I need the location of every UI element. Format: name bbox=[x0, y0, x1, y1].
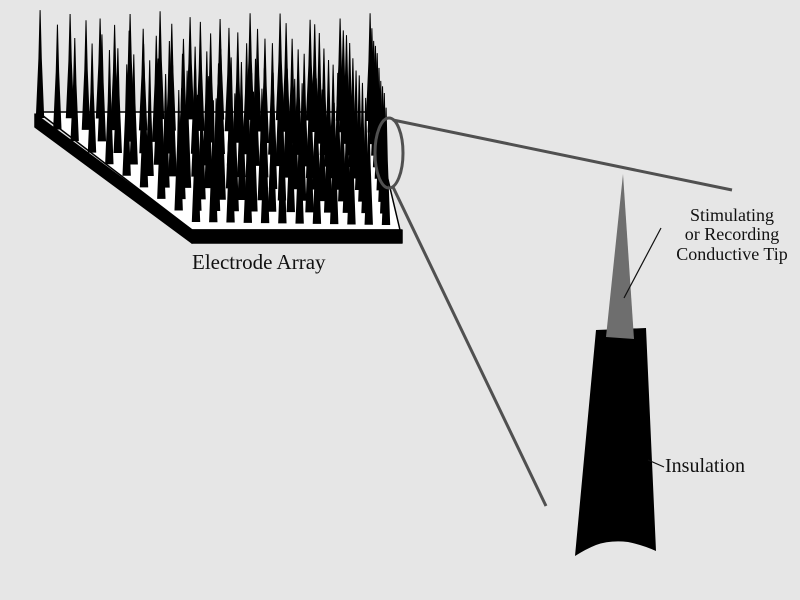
electrode-needle bbox=[226, 105, 235, 223]
electrode-needle bbox=[267, 97, 277, 212]
electrode-needle bbox=[87, 43, 97, 153]
zoom-line-top bbox=[392, 118, 733, 192]
electrode-needle bbox=[237, 86, 246, 200]
electrode-needle bbox=[105, 50, 114, 165]
electrode-needle bbox=[174, 90, 183, 211]
electrode-needle bbox=[113, 48, 122, 153]
zoom-ellipse bbox=[373, 116, 405, 190]
zoom-line-bottom bbox=[391, 186, 548, 507]
tip-label-line-2: or Recording bbox=[684, 224, 780, 245]
tip-leader-line bbox=[623, 227, 662, 299]
electrode-needle bbox=[364, 110, 373, 225]
electrode-needle bbox=[204, 76, 213, 189]
electrode-needle bbox=[217, 81, 226, 200]
electrode-needle bbox=[191, 104, 201, 222]
tip-label-line-3: Conductive Tip bbox=[676, 243, 788, 264]
electrode-needle bbox=[35, 10, 45, 118]
electrode-needle bbox=[145, 60, 154, 177]
base-front-side bbox=[191, 229, 403, 244]
electrode-needle bbox=[209, 100, 218, 223]
electrode-needle bbox=[317, 89, 327, 202]
conductive-tip bbox=[606, 174, 634, 339]
electrode-needle bbox=[139, 77, 149, 188]
conductive-tip-label: Stimulating or Recording Conductive Tip bbox=[668, 205, 796, 264]
electrode-needle bbox=[53, 24, 62, 130]
electrode-needle bbox=[97, 34, 107, 142]
electrode-needle bbox=[249, 91, 258, 212]
electrode-needle bbox=[65, 14, 75, 119]
electrode-needle bbox=[129, 54, 138, 165]
electrode-needle bbox=[286, 98, 295, 213]
electrode-needle bbox=[157, 83, 166, 199]
electrode-array-label: Electrode Array bbox=[192, 250, 326, 274]
electrode-needle bbox=[168, 65, 177, 177]
electrode-needle bbox=[243, 108, 253, 223]
electrode-needle bbox=[312, 108, 322, 224]
electrode-needle bbox=[70, 37, 79, 142]
electrode-needle bbox=[260, 103, 270, 224]
electrode-needle bbox=[329, 102, 339, 225]
electrode-needle bbox=[305, 92, 314, 213]
electrode-needle bbox=[323, 94, 333, 213]
electrode-needle bbox=[122, 64, 131, 176]
electrode-needle bbox=[295, 108, 304, 224]
electrode-needle bbox=[381, 107, 391, 225]
electrode-needle bbox=[81, 20, 91, 130]
insulation-label: Insulation bbox=[665, 455, 745, 477]
electrode-needle bbox=[347, 104, 356, 225]
insulation-body bbox=[575, 328, 656, 556]
electrode-needles bbox=[35, 10, 391, 225]
electrode-needle bbox=[182, 70, 192, 188]
electrode-needle bbox=[278, 102, 287, 224]
insulation-leader-line bbox=[647, 459, 665, 468]
tip-label-line-1: Stimulating bbox=[689, 205, 774, 225]
